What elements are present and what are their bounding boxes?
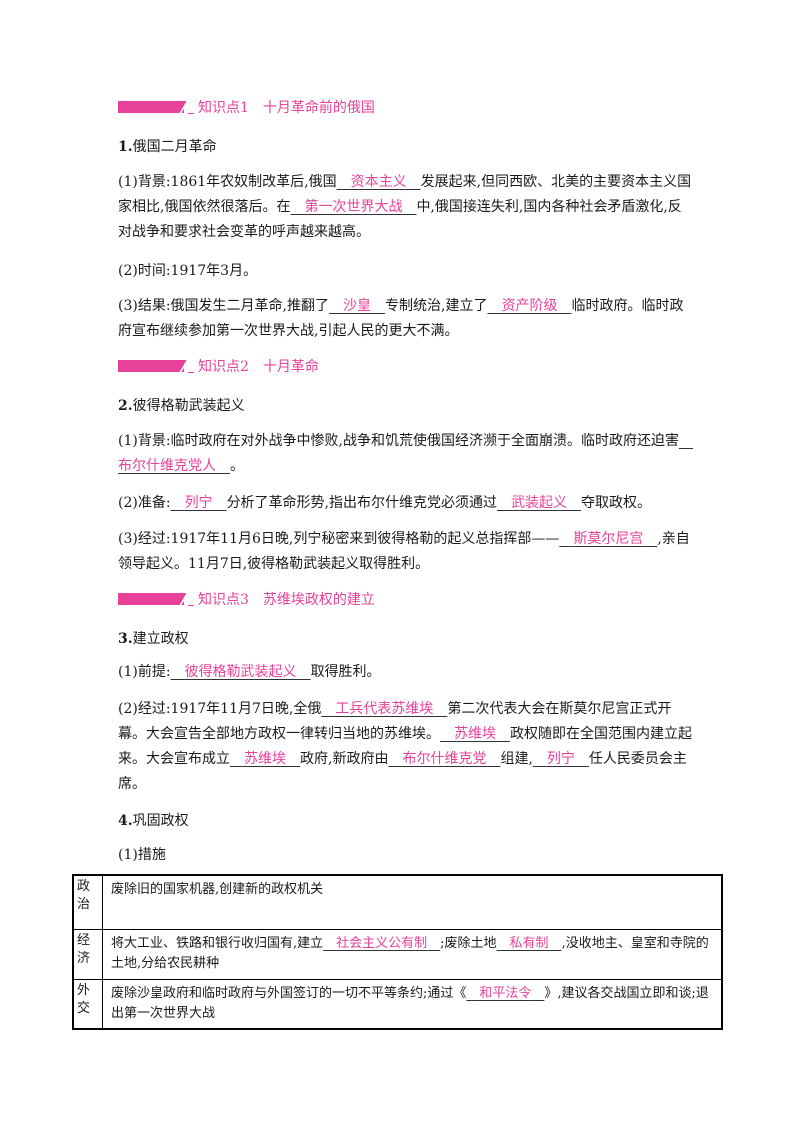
- answer-blank: 苏维埃: [454, 726, 496, 742]
- kp-title: 苏维埃政权的建立: [262, 592, 375, 608]
- answer-blank: 彼得格勒武装起义: [184, 664, 297, 680]
- answer-blank: 列宁: [184, 495, 213, 511]
- row-label: 外交: [72, 978, 103, 1030]
- row-content: 将大工业、铁路和银行收归国有,建立社会主义公有制;废除土地私有制,没收地主、皇室…: [102, 928, 723, 980]
- paragraph-premise: (1)前提:彼得格勒武装起义取得胜利。: [118, 664, 381, 680]
- knowledge-point-banner: [118, 593, 190, 605]
- knowledge-point-banner: [118, 360, 190, 372]
- row-label: 经济: [72, 928, 103, 980]
- knowledge-point-3-header: 知识点3 苏维埃政权的建立: [118, 590, 375, 608]
- answer-blank: 斯莫尔尼宫: [573, 531, 644, 547]
- paragraph-preparation: (2)准备:列宁分析了革命形势,指出布尔什维克党必须通过武装起义夺取政权。: [118, 495, 652, 511]
- answer-blank: 社会主义公有制: [336, 935, 428, 951]
- paragraph-result: (3)结果:俄国发生二月革命,推翻了沙皇专制统治,建立了资产阶级临时政府。临时政…: [118, 298, 684, 339]
- section-2-heading: 2.彼得格勒武装起义: [118, 398, 245, 414]
- answer-blank: 沙皇: [343, 298, 371, 314]
- answer-blank: 列宁: [546, 751, 575, 767]
- section-title: 彼得格勒武装起义: [132, 398, 245, 414]
- answer-blank: 布尔什维克党: [402, 751, 487, 767]
- answer-blank: 第一次世界大战: [304, 199, 403, 215]
- kp-title: 十月革命: [262, 359, 319, 375]
- section-1-heading: 1.俄国二月革命: [118, 139, 217, 155]
- paragraph-time: (2)时间:1917年3月。: [118, 263, 258, 279]
- answer-blank: 布尔什维克党人: [118, 458, 216, 474]
- knowledge-point-banner: [118, 101, 190, 113]
- measures-table: 政治 废除旧的国家机器,创建新的政权机关 经济 将大工业、铁路和银行收归国有,建…: [72, 874, 723, 1030]
- kp-label: 知识点3: [198, 592, 249, 608]
- answer-blank: 武装起义: [511, 495, 568, 511]
- kp-label: 知识点1: [198, 100, 249, 116]
- section-4-heading: 4.巩固政权: [118, 813, 189, 829]
- kp-label: 知识点2: [198, 359, 249, 375]
- section-3-heading: 3.建立政权: [118, 631, 189, 647]
- table-row: 经济 将大工业、铁路和银行收归国有,建立社会主义公有制;废除土地私有制,没收地主…: [72, 928, 723, 980]
- paragraph-process: (3)经过:1917年11月6日晚,列宁秘密来到彼得格勒的起义总指挥部——斯莫尔…: [118, 531, 690, 572]
- paragraph-background-2: (1)背景:临时政府在对外战争中惨败,战争和饥荒使俄国经济濒于全面崩溃。临时政府…: [118, 429, 693, 479]
- row-content: 废除沙皇政府和临时政府与外国签订的一切不平等条约;通过《和平法令》,建议各交战国…: [102, 978, 723, 1030]
- section-title: 俄国二月革命: [132, 139, 217, 155]
- table-row: 政治 废除旧的国家机器,创建新的政权机关: [72, 874, 723, 930]
- knowledge-point-2-header: 知识点2 十月革命: [118, 357, 319, 375]
- kp-title: 十月革命前的俄国: [262, 100, 375, 116]
- answer-blank: 私有制: [509, 935, 549, 951]
- section-title: 建立政权: [132, 631, 189, 647]
- knowledge-point-1-header: 知识点1 十月革命前的俄国: [118, 98, 375, 116]
- paragraph-process-3: (2)经过:1917年11月7日晚,全俄工兵代表苏维埃第二次代表大会在斯莫尔尼宫…: [118, 701, 692, 792]
- subheading-measures: (1)措施: [118, 847, 166, 863]
- answer-blank: 工兵代表苏维埃: [335, 701, 434, 717]
- table-row: 外交 废除沙皇政府和临时政府与外国签订的一切不平等条约;通过《和平法令》,建议各…: [72, 978, 723, 1030]
- answer-blank: 和平法令: [479, 985, 532, 1001]
- answer-blank: 苏维埃: [244, 751, 286, 767]
- section-title: 巩固政权: [132, 813, 189, 829]
- row-label: 政治: [72, 874, 103, 930]
- row-content: 废除旧的国家机器,创建新的政权机关: [102, 874, 723, 930]
- answer-blank: 资产阶级: [501, 298, 558, 314]
- answer-blank: 资本主义: [350, 174, 407, 190]
- paragraph-background: (1)背景:1861年农奴制改革后,俄国资本主义发展起来,但同西欧、北美的主要资…: [118, 174, 692, 240]
